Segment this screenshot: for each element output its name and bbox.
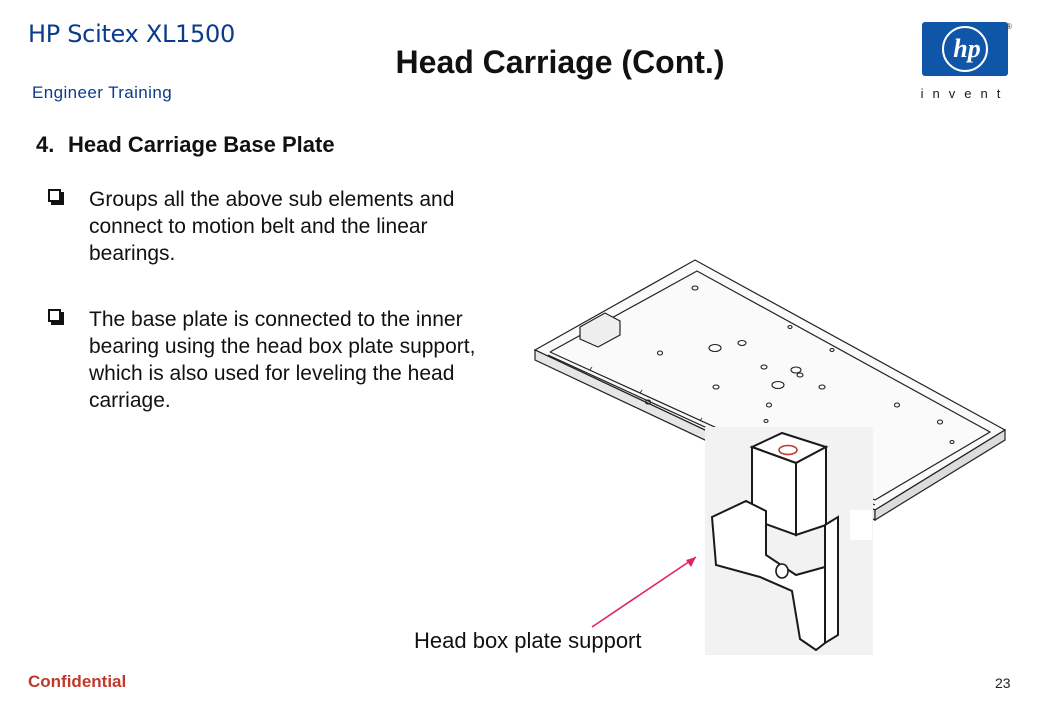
hp-logo: hp ® invent — [918, 22, 1012, 104]
slide-title: Head Carriage (Cont.) — [395, 44, 725, 80]
section-heading: 4. Head Carriage Base Plate — [36, 132, 335, 158]
brand-block: HP Scitex XL1500 Engineer Training — [28, 20, 235, 110]
hp-logo-letters: hp — [953, 34, 981, 63]
page-number: 23 — [995, 675, 1011, 691]
checkbox-bullet-icon — [48, 189, 61, 202]
confidential-label: Confidential — [28, 672, 127, 691]
product-name: HP Scitex XL1500 — [28, 20, 235, 48]
base-plate-figure — [533, 259, 1007, 655]
bullet-item: Groups all the above sub elements and co… — [48, 186, 518, 267]
hp-logo-tagline: invent — [920, 86, 1010, 101]
registered-mark: ® — [1006, 22, 1012, 31]
bullet-item: The base plate is connected to the inner… — [48, 306, 518, 414]
figure-caption: Head box plate support — [414, 628, 642, 653]
brand-subtitle: Engineer Training — [32, 83, 173, 102]
caption-arrow — [591, 556, 697, 628]
bullet-text: Groups all the above sub elements and co… — [89, 188, 455, 265]
caption-arrowhead — [686, 557, 696, 567]
checkbox-bullet-icon — [48, 309, 61, 322]
section-number: 4. — [36, 132, 55, 157]
section-heading-text: Head Carriage Base Plate — [68, 132, 335, 157]
bullet-text: The base plate is connected to the inner… — [89, 308, 476, 412]
support-inset — [705, 427, 873, 655]
hp-logo-circle: hp — [942, 26, 988, 72]
hp-logo-box: hp — [922, 22, 1008, 76]
